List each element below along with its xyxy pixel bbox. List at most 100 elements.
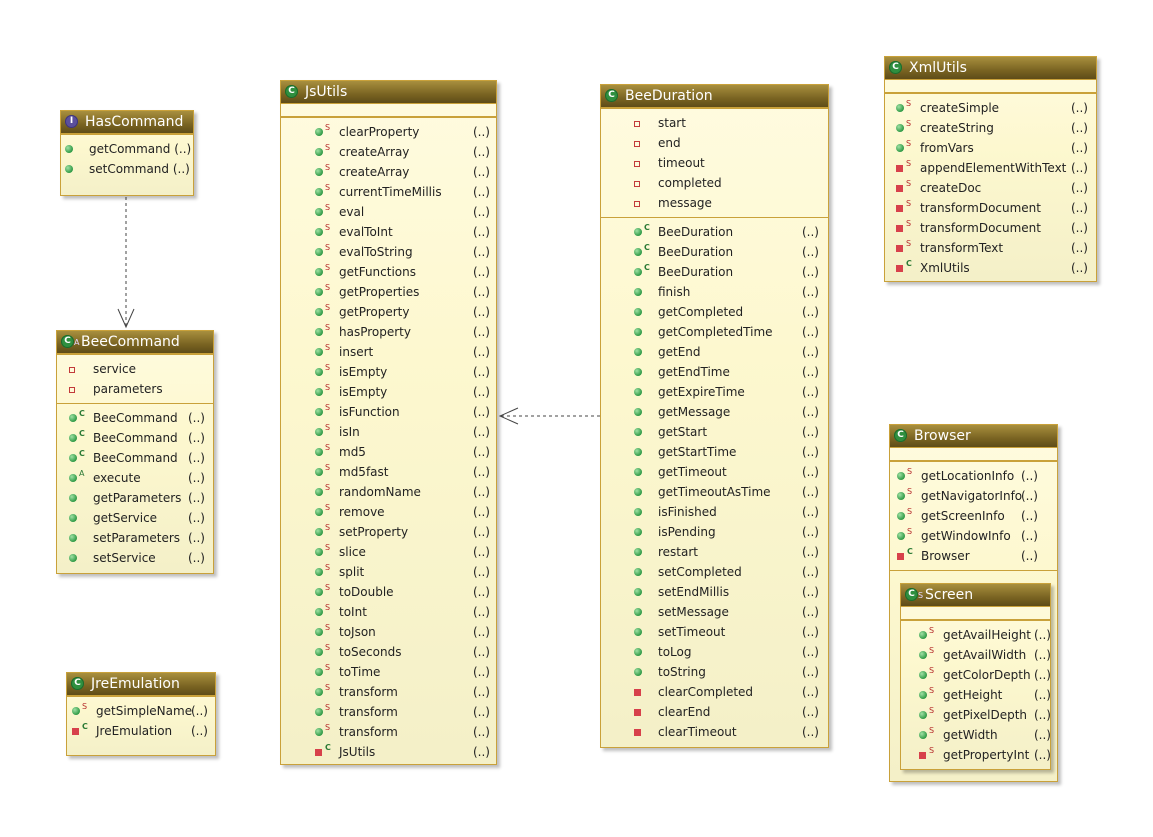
field-row[interactable]: completed xyxy=(601,173,828,193)
method-row[interactable]: getService(..) xyxy=(57,508,213,528)
method-row[interactable]: getMessage(..) xyxy=(601,402,828,422)
method-row[interactable]: setCompleted(..) xyxy=(601,562,828,582)
field-row[interactable]: timeout xyxy=(601,153,828,173)
method-row[interactable]: toLog(..) xyxy=(601,642,828,662)
method-row[interactable]: getCommand (..) xyxy=(61,139,193,159)
method-row[interactable]: getStartTime(..) xyxy=(601,442,828,462)
method-row[interactable]: getCompletedTime(..) xyxy=(601,322,828,342)
field-row[interactable]: end xyxy=(601,133,828,153)
method-row[interactable]: setCommand (..) xyxy=(61,159,193,179)
method-row[interactable]: setTimeout(..) xyxy=(601,622,828,642)
method-row[interactable]: getCompleted(..) xyxy=(601,302,828,322)
field-row[interactable]: service xyxy=(57,359,213,379)
method-row[interactable]: getParameters(..) xyxy=(57,488,213,508)
method-row[interactable]: getEnd(..) xyxy=(601,342,828,362)
method-row[interactable]: setEndMillis(..) xyxy=(601,582,828,602)
method-row[interactable]: getTimeout(..) xyxy=(601,462,828,482)
method-row[interactable]: getTimeoutAsTime(..) xyxy=(601,482,828,502)
method-row[interactable]: clearEnd(..) xyxy=(601,702,828,722)
method-row[interactable]: clearCompleted(..) xyxy=(601,682,828,702)
method-row[interactable]: setService(..) xyxy=(57,548,213,568)
method-row[interactable]: getExpireTime(..) xyxy=(601,382,828,402)
field-row[interactable]: start xyxy=(601,113,828,133)
field-row[interactable]: parameters xyxy=(57,379,213,399)
method-row[interactable]: setMessage(..) xyxy=(601,602,828,622)
method-row[interactable]: clearTimeout(..) xyxy=(601,722,828,742)
method-row[interactable]: finish(..) xyxy=(601,282,828,302)
method-row[interactable]: getStart(..) xyxy=(601,422,828,442)
method-row[interactable]: isFinished(..) xyxy=(601,502,828,522)
method-row[interactable]: isPending(..) xyxy=(601,522,828,542)
